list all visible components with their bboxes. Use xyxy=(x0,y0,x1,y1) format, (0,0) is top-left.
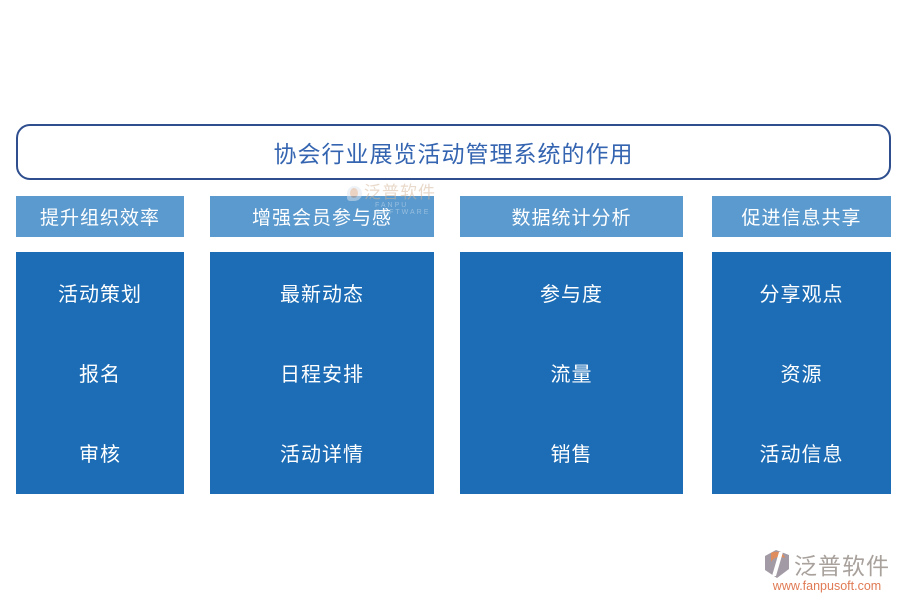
page-title: 协会行业展览活动管理系统的作用 xyxy=(273,142,634,167)
column-information-sharing: 促进信息共享 分享观点 资源 活动信息 xyxy=(712,196,891,494)
list-item: 活动详情 xyxy=(280,443,364,466)
title-banner: 协会行业展览活动管理系统的作用 xyxy=(16,124,891,180)
list-item: 分享观点 xyxy=(759,283,844,306)
column-header: 提升组织效率 xyxy=(16,196,184,237)
column-header: 数据统计分析 xyxy=(460,196,683,237)
column-body: 参与度 流量 销售 xyxy=(460,252,683,494)
column-header: 增强会员参与感 xyxy=(210,196,434,237)
list-item: 最新动态 xyxy=(280,283,364,306)
list-item: 流量 xyxy=(550,363,593,386)
column-body: 活动策划 报名 审核 xyxy=(16,252,184,494)
list-item: 报名 xyxy=(79,363,121,386)
list-item: 参与度 xyxy=(540,283,603,306)
list-item: 审核 xyxy=(79,443,121,466)
list-item: 销售 xyxy=(550,443,593,466)
column-body: 最新动态 日程安排 活动详情 xyxy=(210,252,434,494)
brand-logo: 泛普软件 www.fanpusoft.com xyxy=(762,547,892,593)
column-data-statistics: 数据统计分析 参与度 流量 销售 xyxy=(460,196,683,494)
column-body: 分享观点 资源 活动信息 xyxy=(712,252,891,494)
column-header: 促进信息共享 xyxy=(712,196,891,237)
column-organization-efficiency: 提升组织效率 活动策划 报名 审核 xyxy=(16,196,184,494)
list-item: 日程安排 xyxy=(280,363,364,386)
list-item: 活动策划 xyxy=(58,283,142,306)
list-item: 资源 xyxy=(780,363,823,386)
brand-url: www.fanpusoft.com xyxy=(772,579,882,593)
brand-name: 泛普软件 xyxy=(794,554,890,579)
column-member-engagement: 增强会员参与感 最新动态 日程安排 活动详情 xyxy=(210,196,434,494)
fanpu-logo-icon xyxy=(762,549,792,579)
list-item: 活动信息 xyxy=(759,443,844,466)
